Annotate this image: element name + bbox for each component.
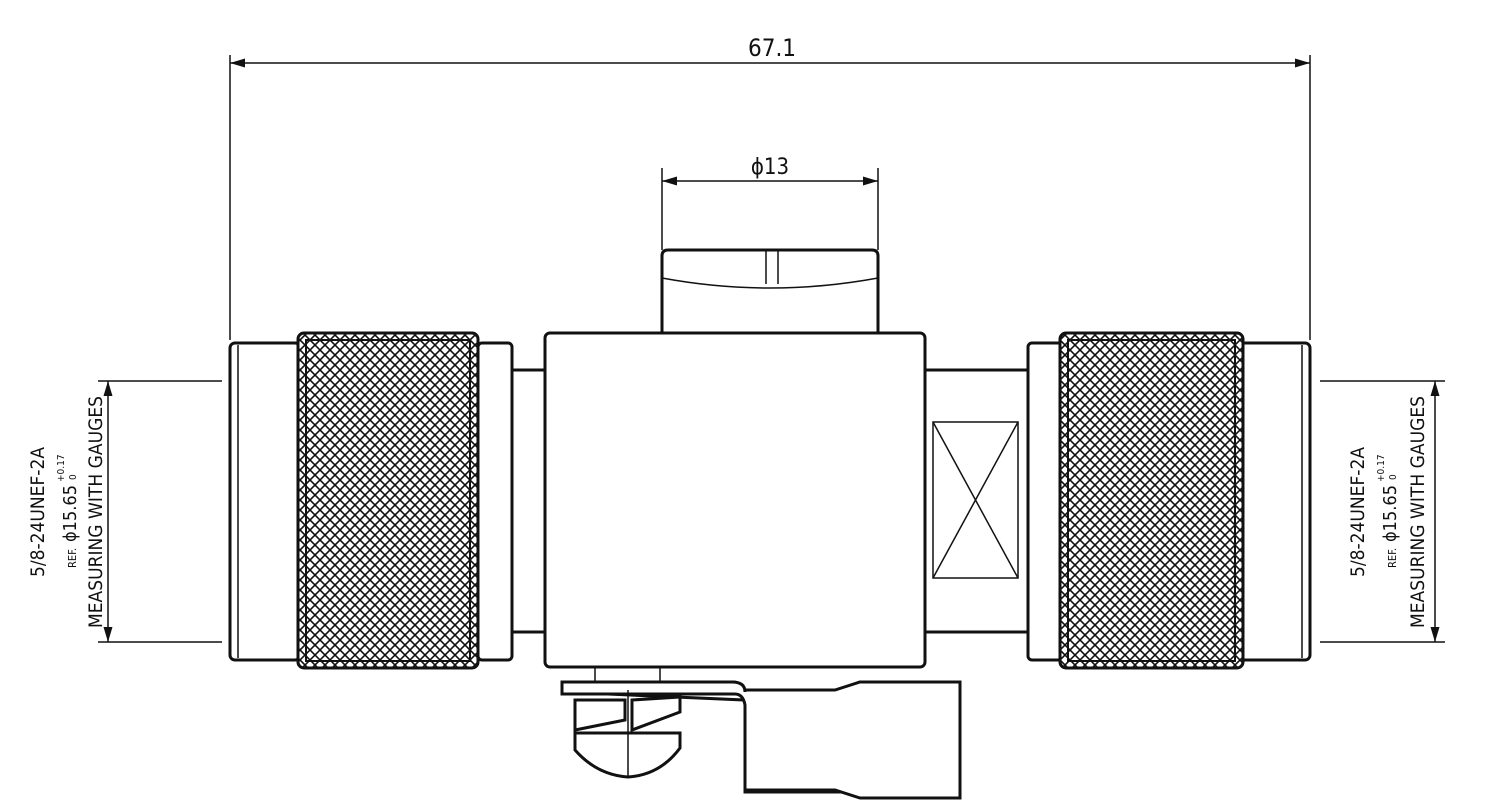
- nut-diameter-dimension: ϕ13: [661, 155, 879, 250]
- left-ref-prefix: REF.: [66, 548, 79, 568]
- right-thread-dimension: 5/8-24UNEF-2A REF. ϕ15.65 +0.17 0 MEASUR…: [1320, 380, 1445, 643]
- hex-nut: [660, 248, 880, 337]
- left-thread-spec: 5/8-24UNEF-2A: [27, 447, 49, 577]
- nut-diameter-label: ϕ13: [751, 155, 789, 180]
- left-tol-upper: +0.17: [56, 454, 67, 482]
- right-knurled-sleeve: [1058, 331, 1245, 670]
- overall-length-label: 67.1: [748, 34, 796, 62]
- ground-screw: [573, 690, 682, 779]
- left-ref-diameter: ϕ15.65: [60, 485, 81, 542]
- right-ref-diameter: ϕ15.65: [1380, 485, 1401, 542]
- left-thread-dimension: 5/8-24UNEF-2A REF. ϕ15.65 +0.17 0 MEASUR…: [27, 380, 222, 643]
- left-knurled-sleeve: [296, 331, 480, 670]
- right-gauge-note: MEASURING WITH GAUGES: [1407, 396, 1429, 628]
- ground-bracket: [560, 667, 962, 800]
- left-tol-lower: 0: [68, 474, 79, 480]
- wrench-flat: [932, 421, 1019, 579]
- main-body: [543, 331, 927, 669]
- left-connector: [228, 331, 550, 670]
- right-thread-spec: 5/8-24UNEF-2A: [1347, 447, 1369, 577]
- overall-length-dimension: 67.1: [229, 34, 1311, 340]
- right-ref-prefix: REF.: [1386, 548, 1399, 568]
- right-tol-lower: 0: [1388, 474, 1399, 480]
- right-connector: [923, 331, 1312, 670]
- right-tol-upper: +0.17: [1376, 454, 1387, 482]
- left-gauge-note: MEASURING WITH GAUGES: [85, 396, 107, 628]
